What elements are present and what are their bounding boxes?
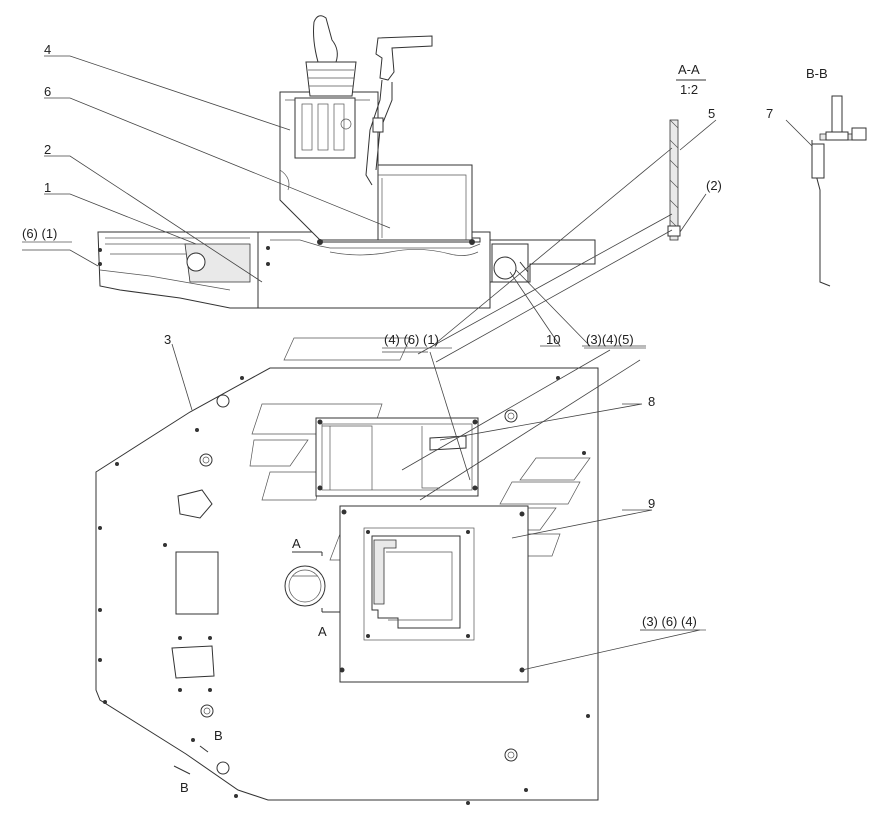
callout-3: 3 [164, 332, 171, 347]
callout-7: 7 [766, 106, 773, 121]
section-aa-title: A-A [678, 62, 700, 77]
group-right-triple: (3)(4)(5) [586, 332, 634, 347]
group-single-2: (2) [706, 178, 722, 193]
labels: 4 6 2 1 (6) (1) 10 (3)(4)(5) (4) (6) (1)… [22, 42, 828, 795]
plan-view-leaders [171, 343, 701, 775]
callout-5: 5 [708, 106, 715, 121]
marker-b-upper: B [214, 728, 223, 743]
side-view-leaders [22, 55, 646, 347]
group-top-triple: (4) (6) (1) [384, 332, 439, 347]
callout-2: 2 [44, 142, 51, 157]
group-bottom-triple: (3) (6) (4) [642, 614, 697, 629]
callout-10: 10 [546, 332, 560, 347]
section-bb [785, 95, 867, 287]
marker-a-upper: A [292, 536, 301, 551]
plan-view-plate [95, 337, 599, 805]
group-left-pair: (6) (1) [22, 226, 57, 241]
section-aa [417, 119, 717, 363]
section-aa-scale: 1:2 [680, 82, 698, 97]
callout-4: 4 [44, 42, 51, 57]
side-view-assembly [97, 15, 596, 309]
label-underlines [22, 241, 706, 631]
callout-9: 9 [648, 496, 655, 511]
marker-a-lower: A [318, 624, 327, 639]
marker-b-lower: B [180, 780, 189, 795]
section-bb-title: B-B [806, 66, 828, 81]
callout-8: 8 [648, 394, 655, 409]
callout-6: 6 [44, 84, 51, 99]
callout-1: 1 [44, 180, 51, 195]
